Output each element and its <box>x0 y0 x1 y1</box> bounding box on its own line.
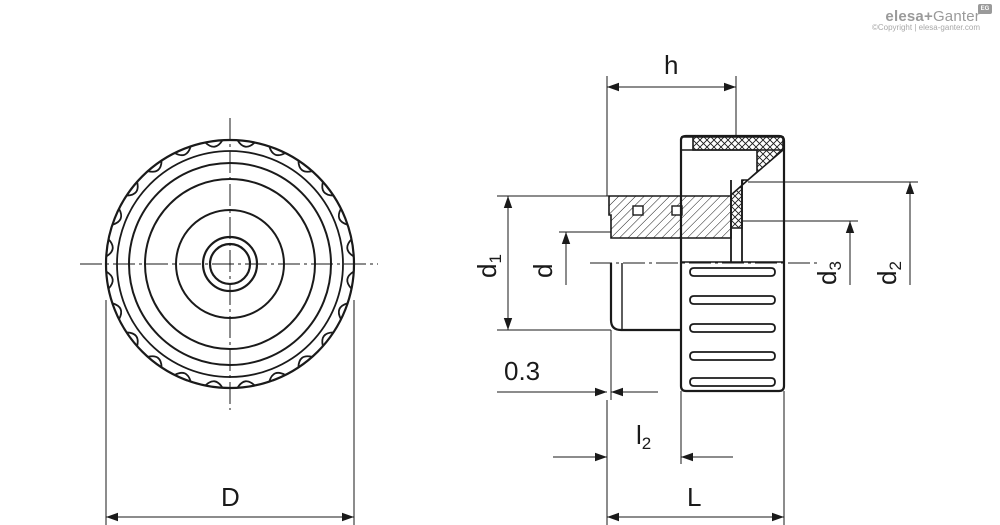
knurl-notch <box>204 139 224 148</box>
dimension-D-label: D <box>221 482 240 512</box>
knurl-notch <box>297 160 313 173</box>
dimension-d3-label: d3 <box>812 261 845 285</box>
dimension-l2 <box>553 391 733 464</box>
dimension-d3 <box>742 220 858 285</box>
dimension-D <box>105 300 355 525</box>
dimension-d2-label: d2 <box>872 261 905 285</box>
knurl-notch <box>174 146 192 157</box>
knurl-notch <box>321 181 334 197</box>
knurl-notch <box>147 160 163 173</box>
dimension-d1 <box>497 195 611 331</box>
dimension-d2 <box>748 181 918 285</box>
knurl-notch <box>112 302 123 320</box>
knurl-notch <box>105 238 114 258</box>
front-ring-circle-2 <box>144 178 316 350</box>
knurl-notch <box>346 238 355 258</box>
front-outer-circle <box>104 138 356 390</box>
insert-thread-notch-1 <box>632 205 644 216</box>
front-view <box>80 118 378 410</box>
dimension-h <box>606 76 737 196</box>
dimension-d-label: d <box>528 264 558 278</box>
knurl-notch <box>147 355 163 368</box>
front-knurl-notches <box>105 139 355 389</box>
knurl-notch <box>268 146 286 157</box>
dimension-L-label: L <box>687 482 701 512</box>
logo-brand-part2: Ganter <box>932 8 980 25</box>
side-knurl-grooves <box>689 267 776 387</box>
knurl-notch <box>346 270 355 290</box>
knurl-notch <box>236 380 256 389</box>
front-ring-circle-1 <box>128 162 332 366</box>
front-knurl-inner-circle <box>116 150 344 378</box>
knurl-notch <box>112 208 123 226</box>
knurl-notch <box>126 181 139 197</box>
front-bore-outer-circle <box>201 235 259 293</box>
knurl-notch <box>105 270 114 290</box>
knurl-notch <box>204 380 224 389</box>
front-bore-inner-circle <box>208 242 252 286</box>
logo-brand-name: elesa+Ganter <box>872 8 980 25</box>
insert-section <box>608 195 732 239</box>
knurl-notch <box>236 139 256 148</box>
knurl-notch <box>337 208 348 226</box>
knurl-notch <box>268 371 286 382</box>
logo-brand-joiner: + <box>923 8 933 25</box>
elesa-ganter-logo: elesa+Ganter ©Copyright | elesa-ganter.c… <box>871 4 992 32</box>
logo-badge-icon: EG <box>978 4 992 14</box>
boss-lower <box>609 263 681 332</box>
knurl-notch <box>321 331 334 347</box>
dimension-d1-label: d1 <box>472 254 505 278</box>
dimension-gap <box>497 330 658 400</box>
knurl-notch <box>126 331 139 347</box>
logo-copyright: ©Copyright | elesa-ganter.com <box>871 23 980 32</box>
dimension-L <box>606 391 785 525</box>
logo-brand-part1: elesa <box>885 8 924 25</box>
front-boss-circle <box>175 209 285 319</box>
dimension-l2-label: l2 <box>636 420 651 453</box>
dimension-h-label: h <box>664 50 678 80</box>
knurl-notch <box>297 355 313 368</box>
dimension-d <box>559 231 611 285</box>
dimension-gap-label: 0.3 <box>504 356 540 386</box>
knurl-notch <box>337 302 348 320</box>
knurl-notch <box>174 371 192 382</box>
side-view <box>590 134 820 393</box>
